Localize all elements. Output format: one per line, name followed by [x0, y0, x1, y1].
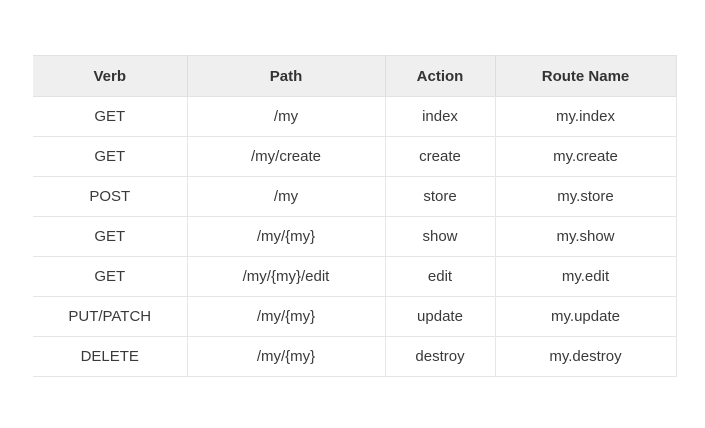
- cell-action: store: [385, 176, 496, 217]
- cell-route-name: my.index: [495, 96, 677, 137]
- cell-path: /my/{my}/edit: [187, 256, 386, 297]
- table-header-row: Verb Path Action Route Name: [33, 55, 677, 97]
- cell-verb: GET: [33, 256, 188, 297]
- cell-action: destroy: [385, 336, 496, 377]
- header-action: Action: [385, 55, 496, 97]
- table-row: GET /my index my.index: [33, 96, 677, 137]
- cell-verb: PUT/PATCH: [33, 296, 188, 337]
- cell-action: update: [385, 296, 496, 337]
- cell-verb: GET: [33, 136, 188, 177]
- cell-action: show: [385, 216, 496, 257]
- cell-path: /my/create: [187, 136, 386, 177]
- cell-action: create: [385, 136, 496, 177]
- header-route-name: Route Name: [495, 55, 677, 97]
- header-path: Path: [187, 55, 386, 97]
- cell-action: edit: [385, 256, 496, 297]
- cell-path: /my/{my}: [187, 296, 386, 337]
- table-row: GET /my/{my}/edit edit my.edit: [33, 256, 677, 297]
- cell-path: /my/{my}: [187, 336, 386, 377]
- cell-action: index: [385, 96, 496, 137]
- resource-routes-table: Verb Path Action Route Name GET /my inde…: [33, 55, 677, 377]
- table-row: POST /my store my.store: [33, 176, 677, 217]
- table-row: DELETE /my/{my} destroy my.destroy: [33, 336, 677, 377]
- cell-path: /my: [187, 176, 386, 217]
- cell-route-name: my.create: [495, 136, 677, 177]
- cell-verb: POST: [33, 176, 188, 217]
- cell-route-name: my.show: [495, 216, 677, 257]
- cell-verb: GET: [33, 96, 188, 137]
- header-verb: Verb: [33, 55, 188, 97]
- cell-verb: GET: [33, 216, 188, 257]
- cell-route-name: my.destroy: [495, 336, 677, 377]
- cell-route-name: my.store: [495, 176, 677, 217]
- table-row: PUT/PATCH /my/{my} update my.update: [33, 296, 677, 337]
- cell-path: /my: [187, 96, 386, 137]
- cell-verb: DELETE: [33, 336, 188, 377]
- cell-route-name: my.update: [495, 296, 677, 337]
- table-row: GET /my/create create my.create: [33, 136, 677, 177]
- cell-path: /my/{my}: [187, 216, 386, 257]
- cell-route-name: my.edit: [495, 256, 677, 297]
- table-row: GET /my/{my} show my.show: [33, 216, 677, 257]
